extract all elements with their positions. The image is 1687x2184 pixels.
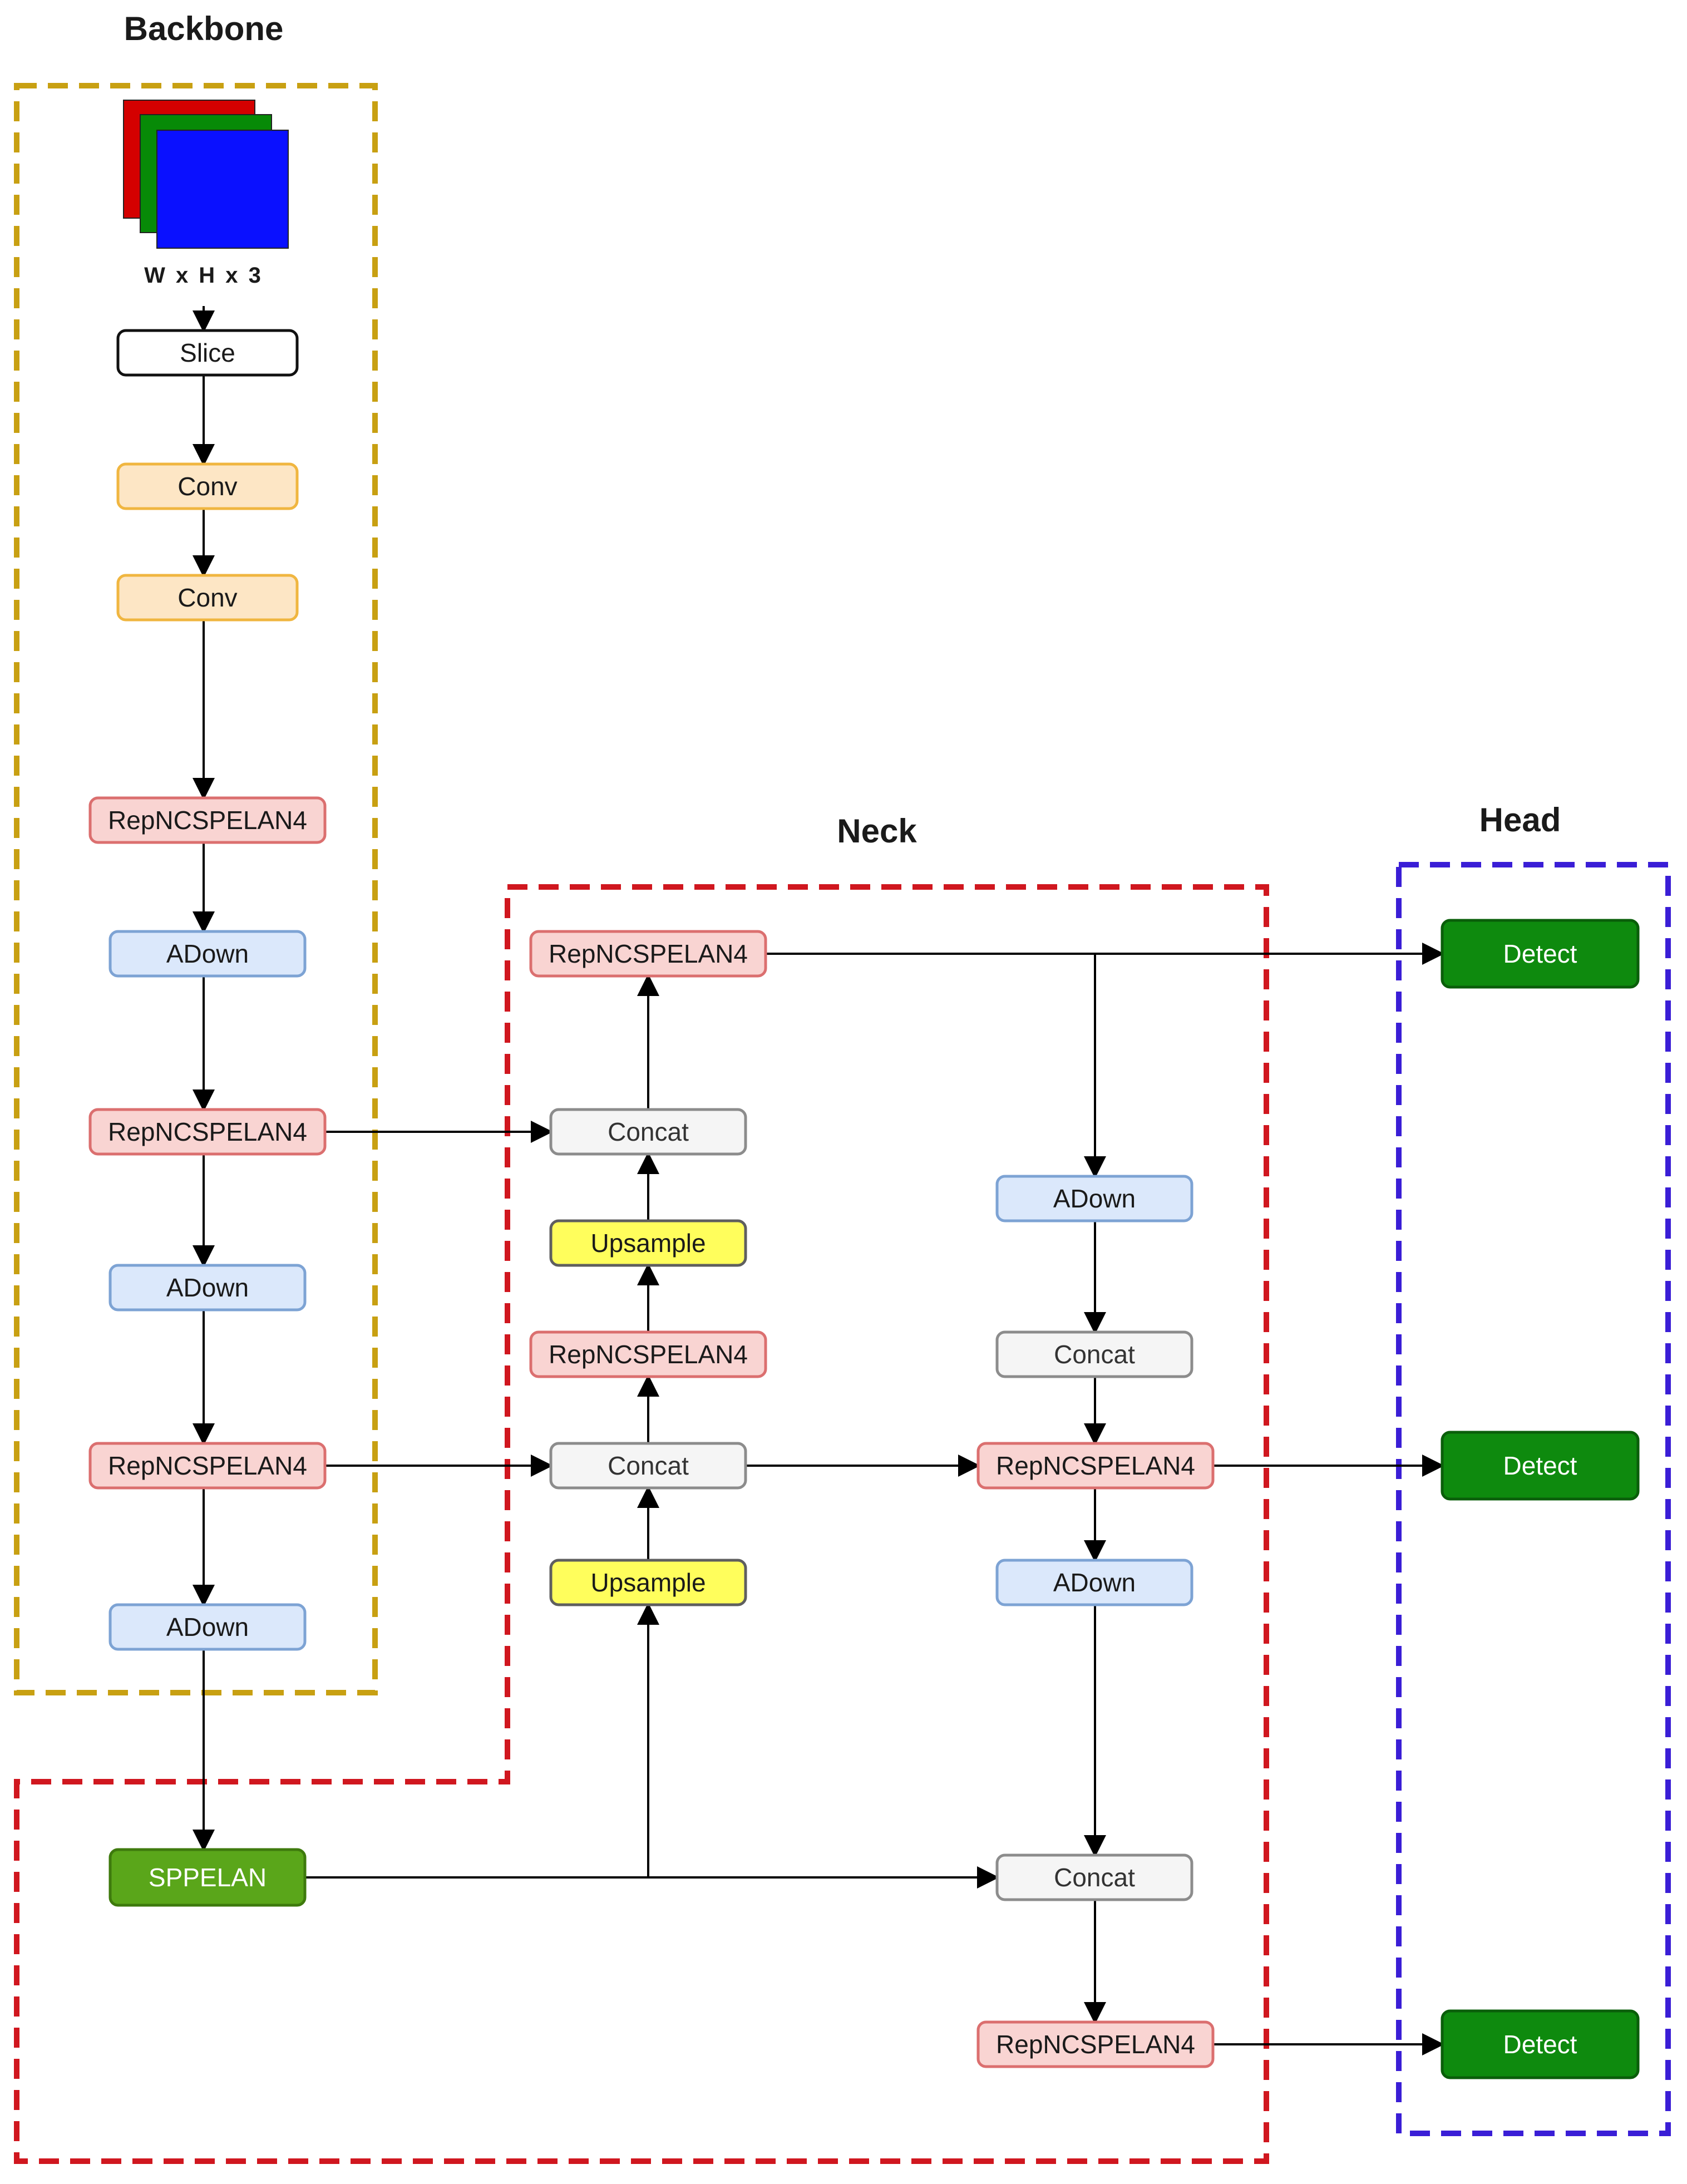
neck-title: Neck [837, 812, 917, 850]
nk_concat2-box [549, 1442, 747, 1490]
node-nk_concat4[interactable]: Concat [995, 1853, 1193, 1901]
nk_concat1-box [549, 1108, 747, 1156]
node-nk_rep_bot[interactable]: RepNCSPELAN4 [976, 2020, 1215, 2068]
det3-box [1441, 2009, 1640, 2079]
node-nk_up1[interactable]: Upsample [549, 1219, 747, 1267]
node-det2[interactable]: Detect [1441, 1431, 1640, 1501]
node-sppelan[interactable]: SPPELAN [108, 1848, 307, 1907]
node-slice[interactable]: Slice [116, 329, 299, 377]
sppelan-label: SPPELAN [149, 1863, 267, 1892]
node-nk_concat2[interactable]: Concat [549, 1442, 747, 1490]
node-bb_rep1[interactable]: RepNCSPELAN4 [88, 796, 327, 844]
nk_adown_a-label: ADown [1053, 1184, 1136, 1213]
bb_adown2-label: ADown [166, 1273, 249, 1302]
nk_adown_b-box [995, 1559, 1193, 1606]
node-nk_up2[interactable]: Upsample [549, 1559, 747, 1606]
node-nk_concat3[interactable]: Concat [995, 1330, 1193, 1378]
node-det1[interactable]: Detect [1441, 919, 1640, 989]
conv1-label: Conv [177, 472, 237, 501]
edges-layer [193, 306, 1444, 2055]
nk_concat1-label: Concat [608, 1117, 689, 1146]
bb_rep2-label: RepNCSPELAN4 [108, 1117, 307, 1146]
node-bb_adown3[interactable]: ADown [108, 1603, 307, 1651]
det3-label: Detect [1503, 2030, 1577, 2059]
conv1-box [116, 462, 299, 510]
det1-label: Detect [1503, 939, 1577, 968]
nk_concat3-label: Concat [1054, 1340, 1135, 1369]
node-nk_rep_mid[interactable]: RepNCSPELAN4 [529, 1330, 767, 1378]
nk_up1-box [549, 1219, 747, 1267]
bb_rep2-box [88, 1108, 327, 1156]
backbone-title: Backbone [124, 10, 284, 47]
conv2-label: Conv [177, 583, 237, 612]
bb_adown3-label: ADown [166, 1613, 249, 1641]
det1-box [1441, 919, 1640, 989]
bb_adown1-label: ADown [166, 939, 249, 968]
nk_rep_top-box [529, 930, 767, 978]
nk_up2-label: Upsample [590, 1568, 706, 1597]
det2-label: Detect [1503, 1451, 1577, 1480]
node-bb_adown1[interactable]: ADown [108, 930, 307, 978]
nk_concat4-label: Concat [1054, 1863, 1135, 1892]
backbone-region [14, 83, 378, 1695]
nodes-layer: SliceConvConvRepNCSPELAN4ADownRepNCSPELA… [88, 329, 1640, 2079]
slice-label: Slice [180, 338, 235, 367]
conv2-box [116, 574, 299, 622]
head-region [1396, 862, 1671, 2136]
nk_concat2-label: Concat [608, 1451, 689, 1480]
node-bb_adown2[interactable]: ADown [108, 1264, 307, 1312]
node-bb_rep3[interactable]: RepNCSPELAN4 [88, 1442, 327, 1490]
node-nk_adown_a[interactable]: ADown [995, 1175, 1193, 1222]
bb_adown3-box [108, 1603, 307, 1651]
input-blue-channel [156, 130, 289, 249]
det2-box [1441, 1431, 1640, 1501]
nk_rep_top-label: RepNCSPELAN4 [549, 939, 748, 968]
nk_up2-box [549, 1559, 747, 1606]
nk_concat4-box [995, 1853, 1193, 1901]
nk_up1-label: Upsample [590, 1229, 706, 1258]
input-dimension-label: W x H x 3 [144, 263, 263, 288]
node-conv1[interactable]: Conv [116, 462, 299, 510]
head-title: Head [1479, 801, 1561, 839]
bb_rep3-box [88, 1442, 327, 1490]
nk_concat3-box [995, 1330, 1193, 1378]
node-bb_rep2[interactable]: RepNCSPELAN4 [88, 1108, 327, 1156]
regions-layer [14, 83, 1671, 2164]
node-nk_rep_top[interactable]: RepNCSPELAN4 [529, 930, 767, 978]
sppelan-box [108, 1848, 307, 1907]
nk_rep_r-box [976, 1442, 1215, 1490]
bb_adown2-box [108, 1264, 307, 1312]
node-nk_rep_r[interactable]: RepNCSPELAN4 [976, 1442, 1215, 1490]
nk_rep_r-label: RepNCSPELAN4 [996, 1451, 1195, 1480]
nk_rep_bot-box [976, 2020, 1215, 2068]
nk_rep_bot-label: RepNCSPELAN4 [996, 2030, 1195, 2059]
nk_adown_b-label: ADown [1053, 1568, 1136, 1597]
bb_rep3-label: RepNCSPELAN4 [108, 1451, 307, 1480]
nk_rep_mid-box [529, 1330, 767, 1378]
node-nk_adown_b[interactable]: ADown [995, 1559, 1193, 1606]
node-conv2[interactable]: Conv [116, 574, 299, 622]
node-det3[interactable]: Detect [1441, 2009, 1640, 2079]
input-layer: W x H x 3 [123, 100, 289, 288]
node-nk_concat1[interactable]: Concat [549, 1108, 747, 1156]
neck-region [14, 884, 1269, 2164]
nk_adown_a-box [995, 1175, 1193, 1222]
slice-box [116, 329, 299, 377]
bb_rep1-label: RepNCSPELAN4 [108, 806, 307, 835]
bb_adown1-box [108, 930, 307, 978]
nk_rep_mid-label: RepNCSPELAN4 [549, 1340, 748, 1369]
bb_rep1-box [88, 796, 327, 844]
